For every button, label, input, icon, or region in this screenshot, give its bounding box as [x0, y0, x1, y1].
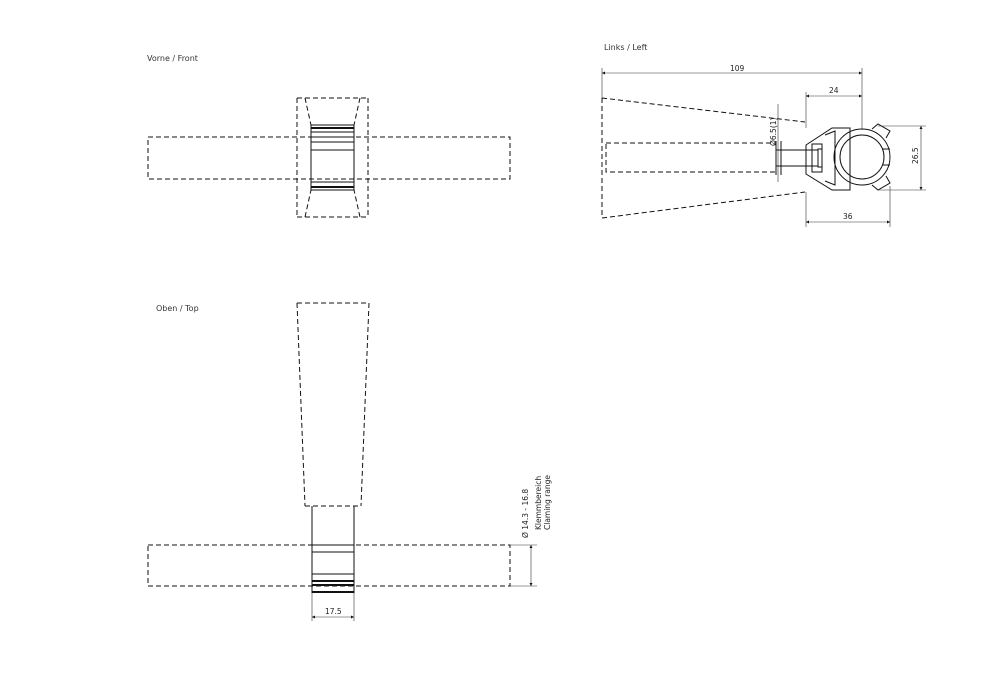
dim-depth: 36: [805, 186, 891, 227]
front-view: Vorne / Front: [147, 54, 511, 218]
front-clamp-body: [310, 124, 355, 191]
front-bar-outline: [147, 136, 511, 180]
dim-17-5-text: 17.5: [325, 607, 342, 616]
clamping-range-en-text: Claming range: [543, 475, 552, 530]
front-handle-outline: [296, 97, 369, 218]
dim-width: 17.5: [311, 593, 355, 621]
dim-pin-diameter: Ø6.5(1): [769, 104, 779, 182]
top-handle-outline: [296, 302, 370, 507]
top-bar-outline: [147, 544, 511, 587]
left-pin: [775, 141, 823, 175]
clamping-range-de-text: Klemmbereich: [534, 476, 543, 530]
dim-height: 26.5: [878, 125, 926, 191]
dim-26-5-text: 26.5: [911, 147, 920, 164]
dim-clamping-range-text: Ø 14.3 - 16.8: [521, 489, 530, 538]
top-clamp-body: [311, 506, 355, 593]
left-view-label: Links / Left: [604, 43, 647, 52]
dim-clamp-offset: 24: [805, 86, 862, 128]
dim-36-text: 36: [843, 212, 853, 221]
dim-pin-diameter-text: Ø6.5(1): [769, 117, 778, 146]
dim-109-text: 109: [730, 64, 745, 73]
left-view: Links / Left: [601, 43, 926, 227]
left-clamp-body: [805, 123, 891, 191]
top-view-label: Oben / Top: [156, 304, 199, 313]
dim-overall-length: 109: [601, 64, 863, 130]
left-handle-outline: [601, 97, 806, 219]
dim-clamping-range: Ø 14.3 - 16.8 Klemmbereich Claming range: [510, 475, 552, 587]
front-view-label: Vorne / Front: [147, 54, 198, 63]
top-view: Oben / Top 17.5: [147, 302, 552, 621]
dim-24-text: 24: [829, 86, 839, 95]
